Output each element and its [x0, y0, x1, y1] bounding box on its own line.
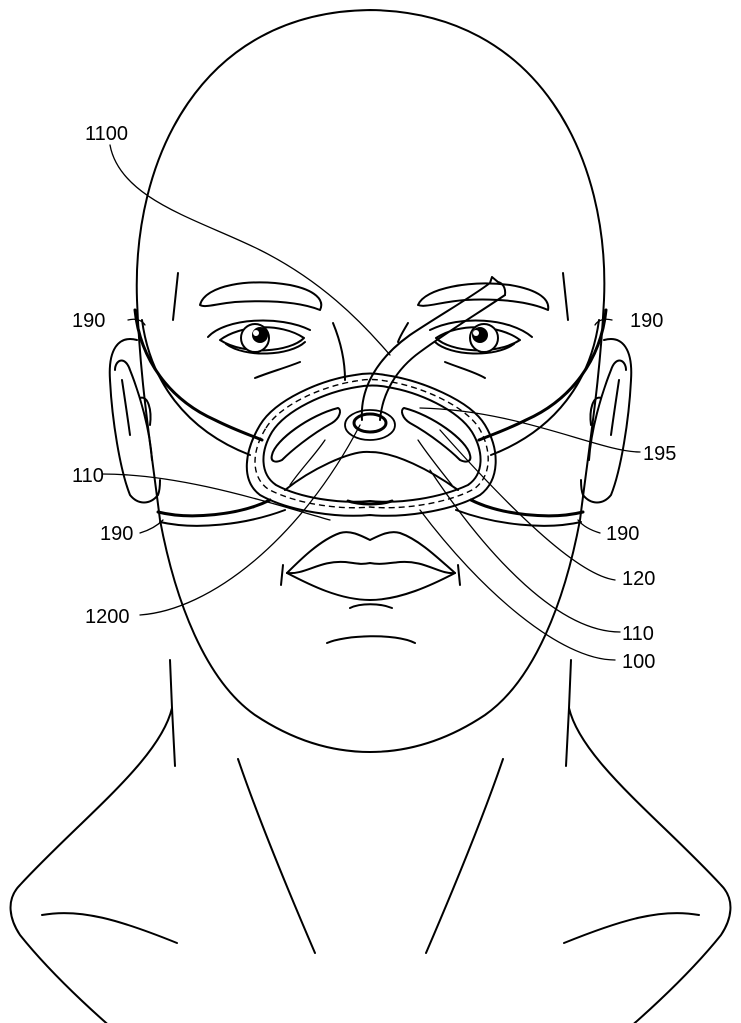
- nose-bridge-right: [397, 322, 409, 343]
- label-190-bottom-left: 190: [100, 523, 133, 545]
- label-190-top-left: 190: [72, 310, 105, 332]
- label-190-bottom-right: 190: [606, 523, 639, 545]
- label-190-top-right: 190: [630, 310, 663, 332]
- eye-right: [429, 319, 533, 379]
- head: [135, 9, 606, 753]
- tube: [360, 276, 507, 421]
- eye-left: [207, 319, 311, 379]
- label-1200: 1200: [85, 606, 130, 628]
- label-195: 195: [643, 443, 676, 465]
- temple-line-right: [562, 272, 569, 321]
- mouth: [280, 531, 461, 644]
- ear-right: [580, 338, 633, 504]
- nasal-mask: [245, 372, 497, 517]
- label-110-left: 110: [72, 465, 104, 487]
- lower-strap-left: [156, 498, 286, 527]
- leader-lines: [101, 144, 641, 661]
- label-100: 100: [622, 651, 655, 673]
- ear-left: [108, 338, 161, 504]
- lower-strap-right: [455, 498, 585, 527]
- temple-line-left: [172, 272, 179, 321]
- label-110-right: 110: [622, 623, 654, 645]
- label-120: 120: [622, 568, 655, 590]
- neck-shoulders: [9, 659, 732, 1023]
- label-1100: 1100: [85, 123, 128, 145]
- upper-strap-right: [477, 308, 608, 456]
- nose-bridge-left: [332, 322, 346, 381]
- upper-strap-left: [133, 308, 264, 456]
- eyebrows: [199, 281, 550, 311]
